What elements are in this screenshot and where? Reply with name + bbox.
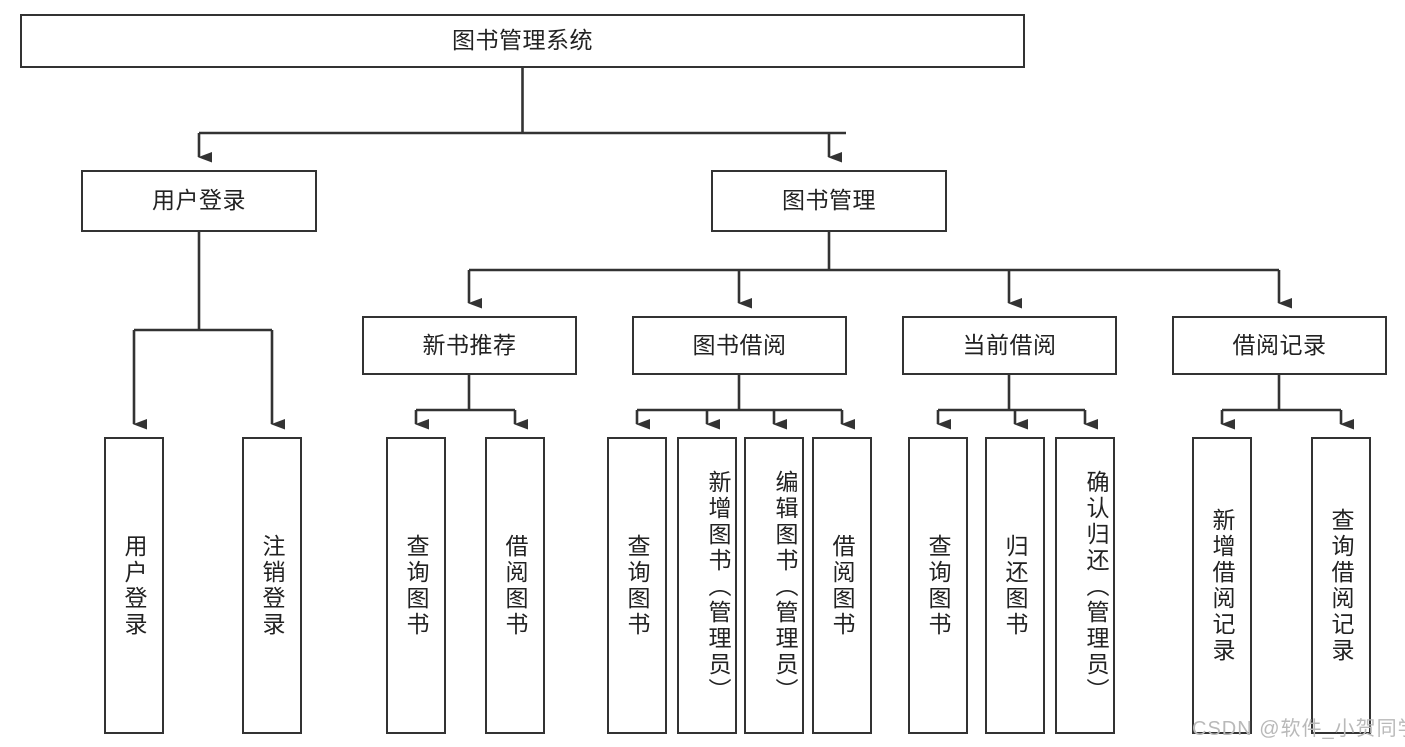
node-leaf-borrow-book-2[interactable]: 借阅图书 bbox=[812, 437, 872, 734]
leaf-label: 新增借阅记录 bbox=[1209, 507, 1235, 664]
leaf-label: 确认归还（管理员） bbox=[1083, 469, 1109, 704]
node-leaf-confirm-return[interactable]: 确认归还（管理员） bbox=[1055, 437, 1115, 734]
node-leaf-edit-book[interactable]: 编辑图书（管理员） bbox=[744, 437, 804, 734]
node-leaf-query-book-3[interactable]: 查询图书 bbox=[908, 437, 968, 734]
node-leaf-add-record[interactable]: 新增借阅记录 bbox=[1192, 437, 1252, 734]
leaf-label: 新增图书（管理员） bbox=[705, 469, 731, 704]
node-leaf-add-book[interactable]: 新增图书（管理员） bbox=[677, 437, 737, 734]
leaf-label: 借阅图书 bbox=[502, 533, 528, 638]
node-borrow-record[interactable]: 借阅记录 bbox=[1172, 316, 1387, 375]
leaf-label: 用户登录 bbox=[121, 533, 147, 638]
leaf-label: 查询图书 bbox=[624, 533, 650, 638]
node-leaf-query-book-1[interactable]: 查询图书 bbox=[386, 437, 446, 734]
leaf-label: 归还图书 bbox=[1002, 533, 1028, 638]
csdn-watermark: CSDN @软件_小贺同学 bbox=[1192, 718, 1405, 740]
node-user-login[interactable]: 用户登录 bbox=[81, 170, 317, 232]
leaf-label: 编辑图书（管理员） bbox=[772, 469, 798, 704]
node-current-borrow[interactable]: 当前借阅 bbox=[902, 316, 1117, 375]
node-leaf-query-record[interactable]: 查询借阅记录 bbox=[1311, 437, 1371, 734]
node-leaf-user-logout[interactable]: 注销登录 bbox=[242, 437, 302, 734]
node-book-manage[interactable]: 图书管理 bbox=[711, 170, 947, 232]
node-leaf-borrow-book-1[interactable]: 借阅图书 bbox=[485, 437, 545, 734]
node-leaf-query-book-2[interactable]: 查询图书 bbox=[607, 437, 667, 734]
node-root[interactable]: 图书管理系统 bbox=[20, 14, 1025, 68]
node-book-borrow[interactable]: 图书借阅 bbox=[632, 316, 847, 375]
leaf-label: 查询借阅记录 bbox=[1328, 507, 1354, 664]
leaf-label: 查询图书 bbox=[403, 533, 429, 638]
leaf-label: 查询图书 bbox=[925, 533, 951, 638]
node-leaf-return-book[interactable]: 归还图书 bbox=[985, 437, 1045, 734]
leaf-label: 注销登录 bbox=[259, 533, 285, 638]
node-leaf-user-login[interactable]: 用户登录 bbox=[104, 437, 164, 734]
node-new-book-recommend[interactable]: 新书推荐 bbox=[362, 316, 577, 375]
leaf-label: 借阅图书 bbox=[829, 533, 855, 638]
